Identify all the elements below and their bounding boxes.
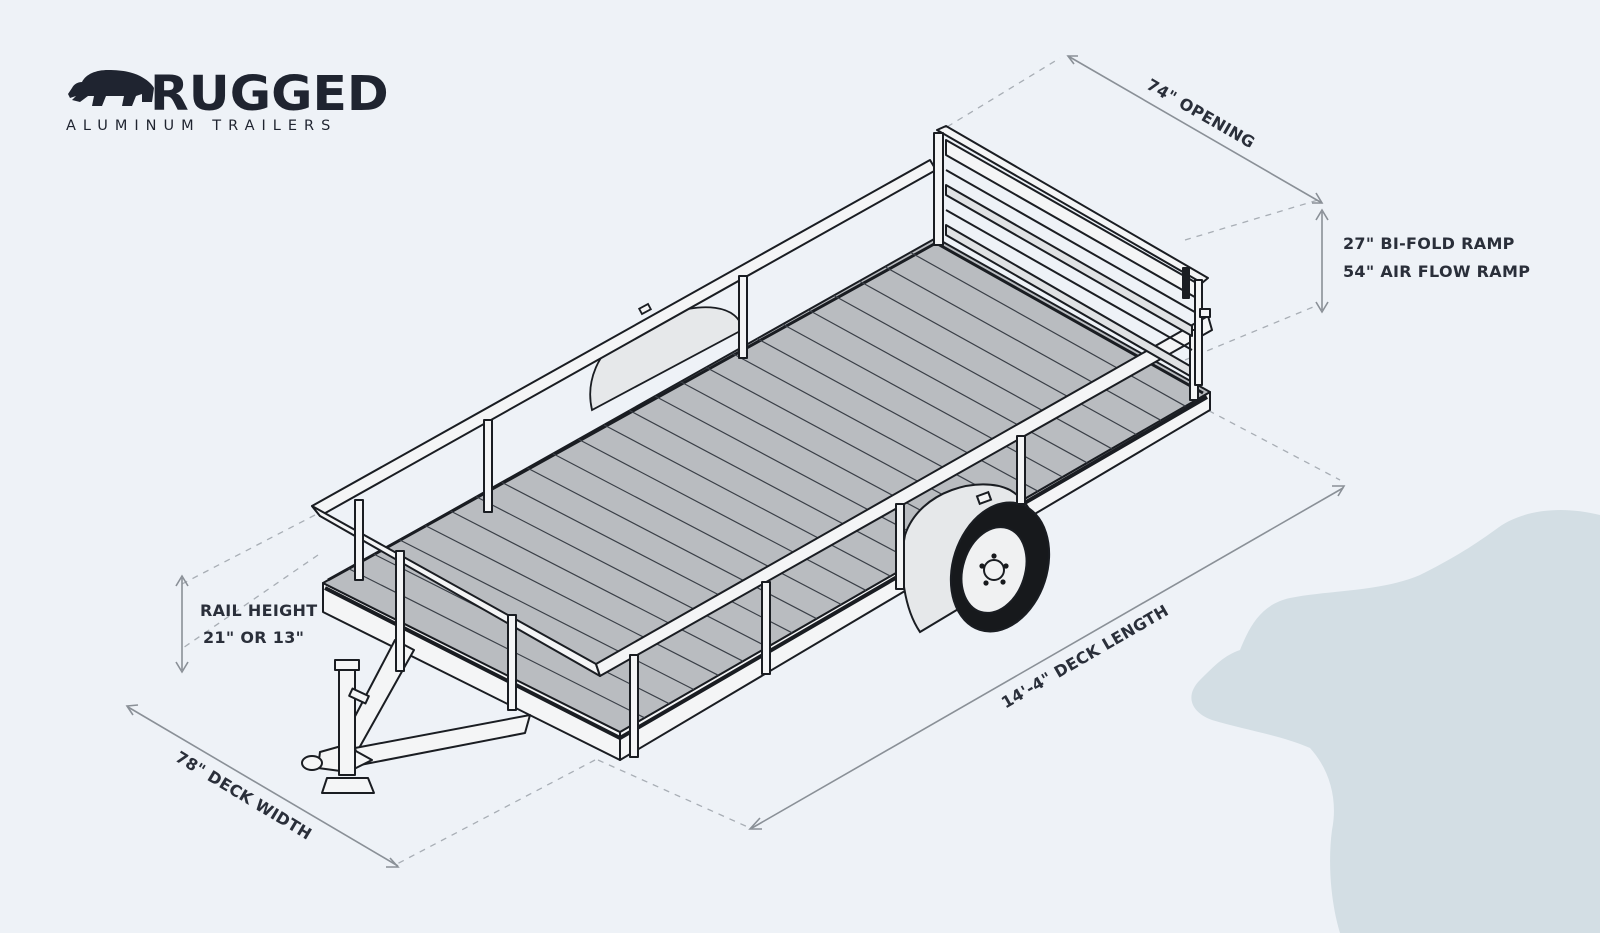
bear-watermark	[1191, 510, 1600, 933]
deck-plank-line	[884, 266, 1162, 421]
rail-height-label-line2: 21" OR 13"	[203, 628, 305, 647]
ramp-label-line1: 27" BI-FOLD RAMP	[1343, 234, 1515, 253]
brand-tagline: ALUMINUM TRAILERS	[66, 118, 338, 134]
deck-plank-line	[501, 481, 793, 634]
brand-name: RUGGED	[150, 66, 389, 122]
deck-frame	[322, 237, 1211, 761]
rail-height-label-line1: RAIL HEIGHT	[200, 601, 318, 620]
deck-plank-line	[910, 251, 1186, 407]
deck-plank-line	[782, 323, 1063, 478]
tongue-assembly	[301, 639, 531, 794]
deck-plank-line	[475, 496, 768, 648]
extension-lines	[179, 57, 1341, 866]
deck-plank-line	[424, 524, 719, 676]
deck-plank-line	[731, 352, 1014, 506]
deck-plank-line	[680, 381, 965, 535]
ramp-label-line2: 54" AIR FLOW RAMP	[1343, 262, 1531, 281]
deck-plank-line	[552, 453, 842, 606]
near-wheel	[901, 483, 1051, 634]
deck-plank-line	[450, 510, 744, 662]
bear-icon	[68, 70, 154, 106]
deck-plank-line	[833, 294, 1112, 450]
deck-planks	[348, 251, 1186, 719]
brand-logo: RUGGED ALUMINUM TRAILERS	[62, 62, 389, 142]
deck-plank-line	[654, 395, 940, 549]
deck-plank-line	[859, 280, 1137, 436]
deck-plank-line	[399, 539, 695, 691]
deck-plank-line	[603, 424, 891, 577]
deck-plank-line	[756, 338, 1039, 492]
dimension-lines	[125, 55, 1346, 868]
deck-plank-line	[629, 409, 916, 563]
deck-plank-line	[578, 438, 867, 591]
deck-plank-line	[808, 309, 1088, 464]
rear-ramp-gate	[933, 125, 1211, 386]
